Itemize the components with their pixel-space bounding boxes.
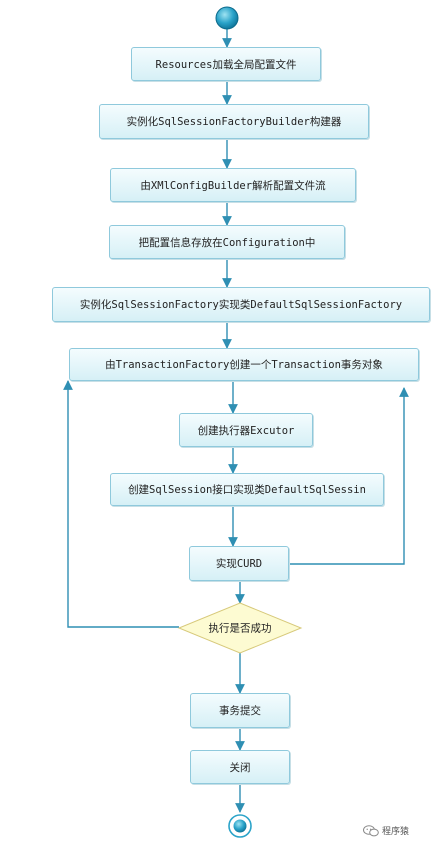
node-commit: 事务提交 [190, 693, 290, 728]
node-label: Resources加载全局配置文件 [155, 58, 297, 71]
node-transaction-create: 由TransactionFactory创建一个Transaction事务对象 [69, 348, 419, 381]
decision-label: 执行是否成功 [208, 622, 272, 635]
watermark-text: 程序猿 [382, 827, 410, 837]
node-session-create: 创建SqlSession接口实现类DefaultSqlSessin [110, 473, 384, 506]
wechat-bubble-icon [363, 824, 379, 836]
node-label: 实例化SqlSessionFactory实现类DefaultSqlSession… [79, 299, 403, 311]
node-builder-instantiate: 实例化SqlSessionFactoryBuilder构建器 [99, 104, 369, 139]
node-label: 由XMlConfigBuilder解析配置文件流 [140, 179, 326, 192]
arrow-decision-loop-back [63, 380, 179, 628]
node-label: 由TransactionFactory创建一个Transaction事务对象 [105, 359, 383, 371]
node-close: 关闭 [190, 750, 290, 784]
node-label: 事务提交 [219, 705, 261, 717]
node-store-config: 把配置信息存放在Configuration中 [109, 225, 345, 259]
node-executor-create: 创建执行器Excutor [179, 413, 313, 447]
decision-diamond [177, 602, 303, 654]
node-label: 创建执行器Excutor [197, 424, 295, 437]
watermark: 程序猿 [363, 824, 409, 837]
node-label: 实现CURD [215, 558, 263, 570]
end-node-inner [233, 819, 247, 833]
arrow-curd-loop-back [289, 387, 409, 565]
node-label: 实例化SqlSessionFactoryBuilder构建器 [126, 116, 342, 128]
node-label: 把配置信息存放在Configuration中 [138, 236, 316, 249]
start-node [215, 6, 239, 30]
node-label: 关闭 [229, 761, 251, 774]
node-xml-parse: 由XMlConfigBuilder解析配置文件流 [110, 168, 356, 202]
node-curd: 实现CURD [189, 546, 289, 581]
node-resources-load: Resources加载全局配置文件 [131, 47, 321, 81]
node-label: 创建SqlSession接口实现类DefaultSqlSessin [128, 484, 366, 496]
node-factory-instantiate: 实例化SqlSessionFactory实现类DefaultSqlSession… [52, 287, 430, 322]
